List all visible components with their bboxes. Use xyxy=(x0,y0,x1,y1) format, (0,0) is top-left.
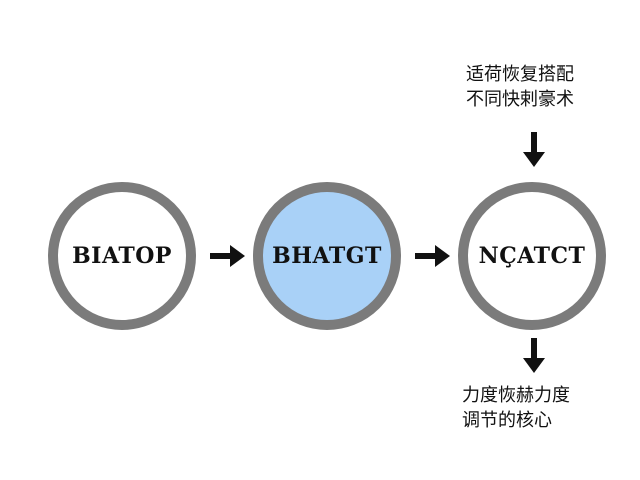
node-ncatct: NÇATCT xyxy=(458,182,606,330)
arrow-down-icon xyxy=(523,338,545,373)
node-label-3: NÇATCT xyxy=(478,243,586,269)
node-label-1: BIATOP xyxy=(72,243,172,269)
bottom-note-line-2: 调节的核心 xyxy=(462,410,552,431)
arrow-right-icon xyxy=(210,245,245,267)
node-label-2: BHATGT xyxy=(272,243,382,269)
bottom-note-line-1: 力度恢赫力度 xyxy=(462,385,570,406)
top-note-line-2: 不同快剌豪术 xyxy=(466,89,574,110)
top-note: 适荷恢复搭配 不同快剌豪术 xyxy=(466,62,574,112)
node-bhatgt-highlighted: BHATGT xyxy=(253,182,401,330)
arrow-down-icon xyxy=(523,132,545,167)
bottom-note: 力度恢赫力度 调节的核心 xyxy=(462,383,570,433)
top-note-line-1: 适荷恢复搭配 xyxy=(466,64,574,85)
arrow-right-icon xyxy=(415,245,450,267)
node-biatop: BIATOP xyxy=(48,182,196,330)
